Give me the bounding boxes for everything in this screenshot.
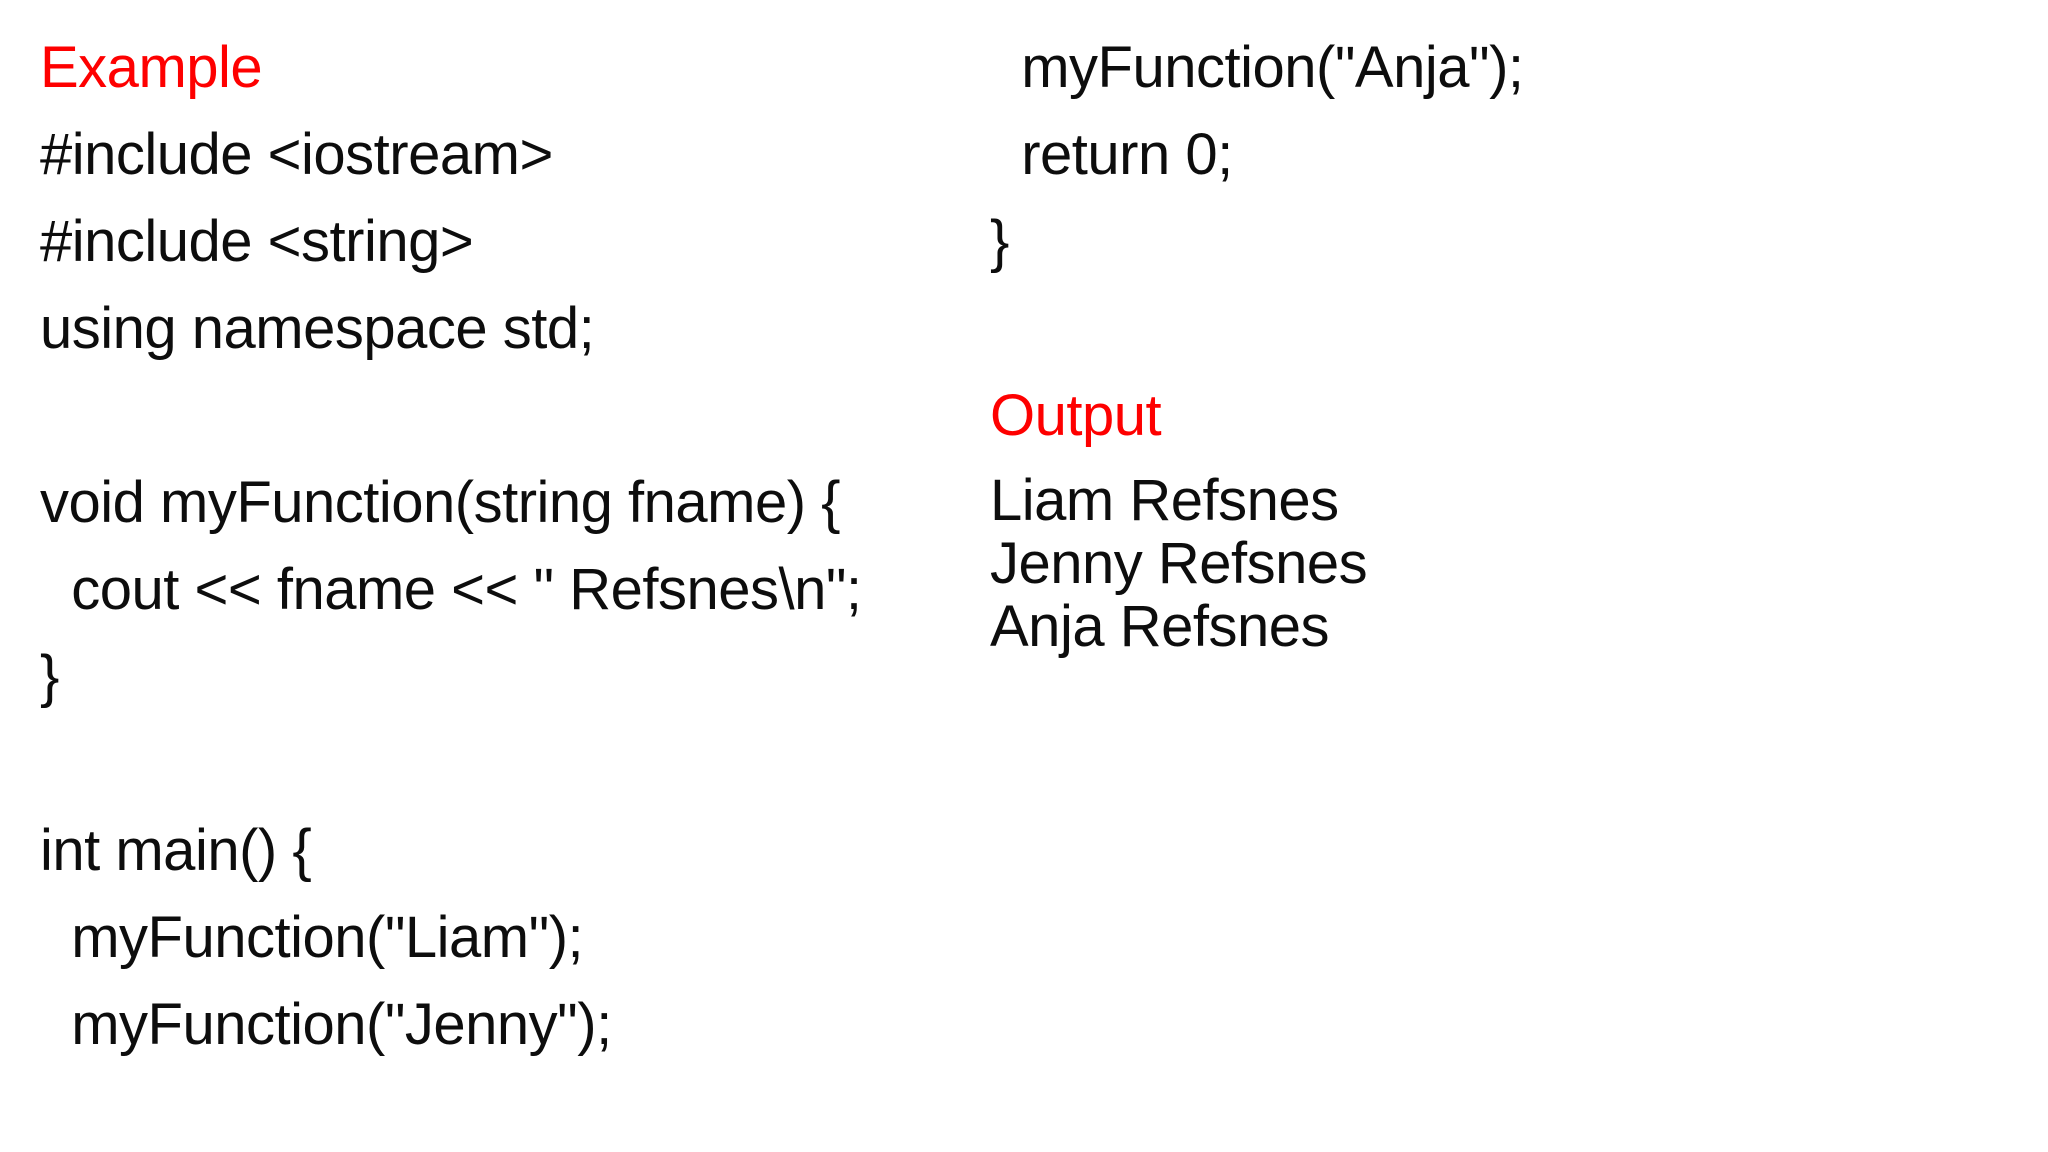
output-heading: Output <box>990 383 1162 448</box>
code-line: #include <iostream> <box>40 122 553 187</box>
code-line: myFunction("Jenny"); <box>40 992 612 1057</box>
example-heading: Example <box>40 35 263 100</box>
output-line: Anja Refsnes <box>990 594 1329 659</box>
code-line <box>40 372 960 459</box>
code-line: using namespace std; <box>40 296 595 361</box>
code-line: int main() { <box>40 818 312 883</box>
code-line: } <box>40 644 59 709</box>
code-column-left: Example #include <iostream> #include <stri… <box>40 24 960 1068</box>
output-line: Jenny Refsnes <box>990 531 1368 596</box>
code-continuation: myFunction("Anja"); return 0;} Output <box>990 24 1990 459</box>
output-line: Liam Refsnes <box>990 468 1339 533</box>
code-line <box>990 285 1990 372</box>
code-column-right: myFunction("Anja"); return 0;} Output Lia… <box>990 24 1990 658</box>
code-line: void myFunction(string fname) { <box>40 470 841 535</box>
code-line: myFunction("Anja"); <box>990 35 1524 100</box>
code-line: cout << fname << " Refsnes\n"; <box>40 557 862 622</box>
code-line: myFunction("Liam"); <box>40 905 584 970</box>
code-line: #include <string> <box>40 209 474 274</box>
code-line: return 0; <box>990 122 1233 187</box>
code-line <box>40 720 960 807</box>
code-line: } <box>990 209 1009 274</box>
